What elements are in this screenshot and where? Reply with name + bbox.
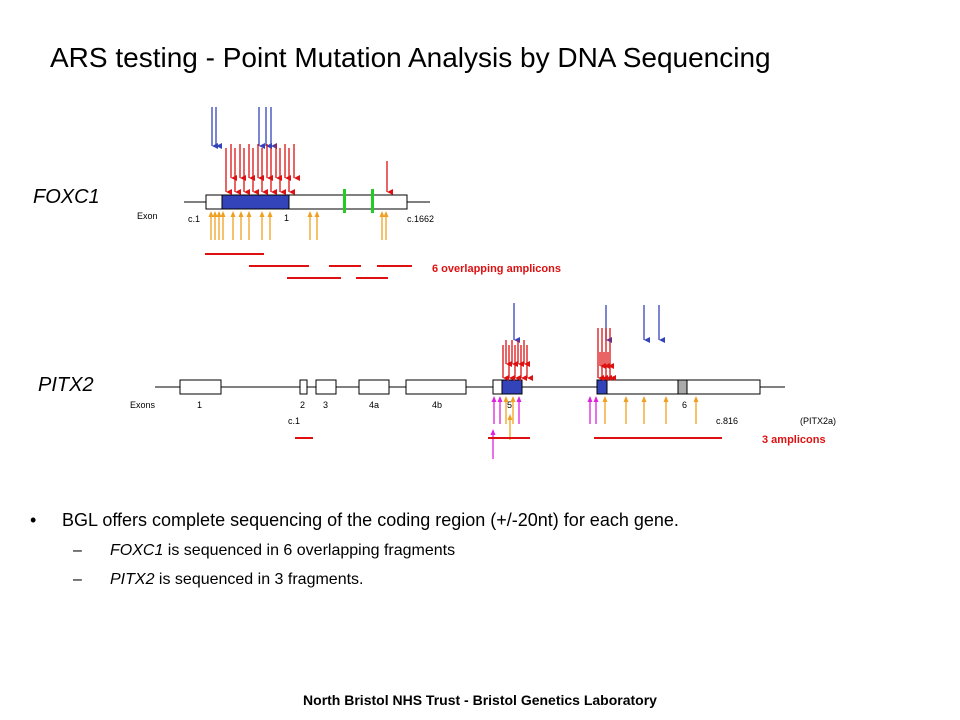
pitx2-end-label: c.816 [716,416,738,426]
foxc1-gene-label: FOXC1 [33,186,100,208]
mutation-arrow-magenta-head [490,429,496,435]
mutation-arrow-orange-head [259,211,265,217]
pitx2-exon-4a [358,379,390,395]
foxc1-end-label: c.1662 [407,214,434,224]
bullet-main: • BGL offers complete sequencing of the … [30,510,679,531]
mutation-arrow-magenta-head [587,396,593,402]
pitx2-exon-number-2: 2 [300,400,305,410]
mutation-arrow-orange-head [379,211,385,217]
mutation-arrow-orange-head [383,211,389,217]
pitx2-isoform-label: (PITX2a) [800,416,836,426]
bullet-sub-gene: FOXC1 [110,542,164,559]
bullet-main-text: BGL offers complete sequencing of the co… [62,510,679,530]
pitx2-start-label: c.1 [288,416,300,426]
bullet-dash-icon: – [73,542,82,559]
mutation-arrow-orange-head [212,211,218,217]
gene-diagram: FOXC1 Exon c.1 1 c.1662 6 overlapping am… [33,107,836,459]
bullet-sub-text: is sequenced in 6 overlapping fragments [163,542,456,559]
pitx2-exon-number-6: 6 [682,400,687,410]
pitx2-exon-6-grey [677,379,688,395]
pitx2-exon-5-coding [501,379,523,395]
foxc1-exon-number: 1 [284,213,289,223]
pitx2-exon-number-5: 5 [507,400,512,410]
mutation-arrow-orange-head [663,396,669,402]
mutation-arrow-orange-head [507,414,513,420]
mutation-arrow-orange-head [238,211,244,217]
mutation-arrow-orange-head [307,211,313,217]
mutation-arrow-orange-head [693,396,699,402]
mutation-arrow-orange-head [623,396,629,402]
pitx2-exon-number-3: 3 [323,400,328,410]
bullet-dot-icon: • [30,510,37,530]
mutation-arrow-magenta-head [593,396,599,402]
pitx2-exon-3 [315,379,337,395]
bullet-sub-foxc1: – FOXC1 is sequenced in 6 overlapping fr… [30,542,679,560]
foxc1-start-label: c.1 [188,214,200,224]
bullet-dash-icon: – [73,571,82,588]
mutation-arrow-orange-head [216,211,222,217]
pitx2-exon-number-4a: 4a [369,400,379,410]
bullet-list: • BGL offers complete sequencing of the … [30,510,679,589]
foxc1-amplicon-label: 6 overlapping amplicons [432,263,561,275]
mutation-arrow-orange-head [267,211,273,217]
pitx2-exon-6-coding [596,379,608,395]
footer: North Bristol NHS Trust - Bristol Geneti… [303,692,657,708]
mutation-arrow-orange-head [641,396,647,402]
slide-title: ARS testing - Point Mutation Analysis by… [50,42,771,73]
foxc1-marker-green-1 [343,189,346,213]
mutation-arrow-orange-head [208,211,214,217]
foxc1-exon-label: Exon [137,211,158,221]
pitx2-exon-number-4b: 4b [432,400,442,410]
mutation-arrow-magenta-head [491,396,497,402]
pitx2-exon-1 [179,379,222,395]
bullet-sub-pitx2: – PITX2 is sequenced in 3 fragments. [30,571,679,589]
bullet-sub-text: is sequenced in 3 fragments. [154,571,364,588]
mutation-arrow-orange-head [220,211,226,217]
pitx2-amplicon-label: 3 amplicons [762,434,826,446]
pitx2-exon-number-1: 1 [197,400,202,410]
mutation-arrow-orange-head [510,396,516,402]
foxc1-marker-green-2 [371,189,374,213]
pitx2-gene-label: PITX2 [38,374,94,396]
pitx2-exon-4b [405,379,467,395]
mutation-arrow-orange-head [230,211,236,217]
mutation-arrow-orange-head [246,211,252,217]
mutation-arrow-magenta-head [516,396,522,402]
foxc1-coding-region [221,194,290,210]
mutation-arrow-orange-head [602,396,608,402]
mutation-arrow-magenta-head [497,396,503,402]
pitx2-exon-2 [299,379,308,395]
pitx2-exons-label: Exons [130,400,156,410]
bullet-sub-gene: PITX2 [110,571,155,588]
mutation-arrow-orange-head [503,396,509,402]
mutation-arrow-orange-head [314,211,320,217]
